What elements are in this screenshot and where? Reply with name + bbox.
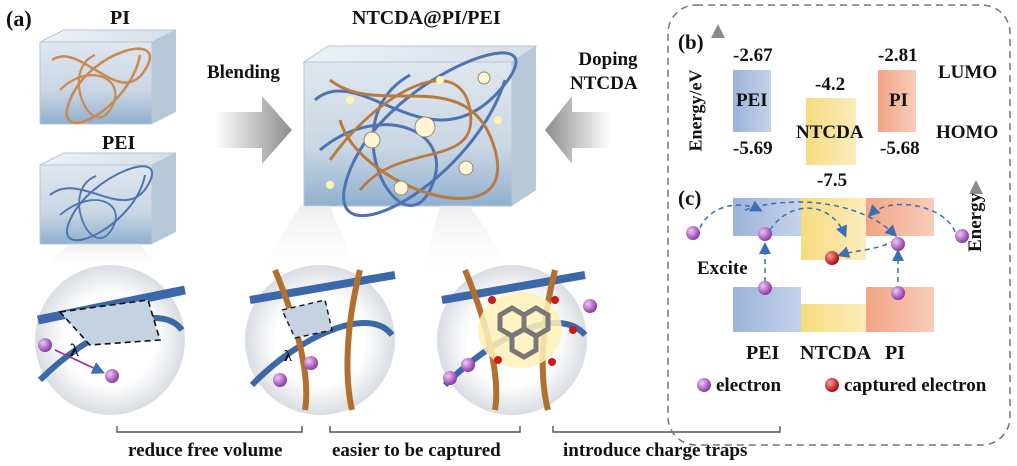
excite-label: Excite (697, 258, 748, 279)
legend-electron-label: electron (716, 375, 782, 396)
ntcda-homo-value: -7.5 (817, 170, 848, 191)
pei-band-name: PEI (736, 90, 768, 111)
electron-particle (891, 286, 905, 300)
panel-label-a: (a) (6, 6, 32, 31)
composite-cube (302, 45, 538, 218)
zoom-circle-captured (245, 265, 396, 415)
electron-particle (891, 237, 905, 251)
electron-particle (955, 229, 969, 243)
pi-homo-value: -5.68 (880, 138, 920, 159)
electron-particle (758, 281, 772, 295)
pi-label: PI (110, 7, 130, 29)
captured-electron-particle (825, 251, 839, 265)
panel-c-bands (733, 198, 934, 332)
ntcda-lumo-value: -4.2 (815, 74, 846, 95)
doping-label: Doping NTCDA (570, 49, 638, 94)
pei-lumo-value: -2.67 (733, 45, 773, 66)
lambda-symbol: λ (70, 340, 79, 360)
pi-cube (39, 29, 177, 125)
zoom-circle-traps (437, 265, 597, 415)
ntcda-band-name: NTCDA (796, 122, 864, 143)
composite-label: NTCDA@PI/PEI (352, 7, 501, 29)
blending-arrow (215, 96, 292, 164)
panel-c-transfer-arrows (699, 200, 956, 282)
zoom-cone-left (255, 206, 360, 280)
pei-cube (39, 152, 177, 245)
pi-band-bar (878, 70, 916, 132)
pi-lumo-value: -2.81 (878, 45, 918, 66)
energy-ev-label: Energy/eV (685, 69, 706, 152)
bracket-label-traps: introduce charge traps (563, 440, 748, 461)
energy-axis-label: Energy (965, 192, 986, 252)
pei-homo-value: -5.69 (733, 138, 773, 159)
electron-particle (686, 226, 700, 240)
panel-label-c: (c) (678, 186, 702, 210)
legend-captured-electron-label: captured electron (844, 375, 987, 396)
bottom-label-pei: PEI (746, 342, 780, 364)
bracket-label-reduce: reduce free volume (128, 440, 283, 461)
panel-label-b: (b) (678, 30, 704, 54)
panel-bc-frame (667, 4, 1011, 446)
zoom-cone-pei (40, 244, 160, 270)
lumo-label: LUMO (938, 62, 998, 83)
legend-captured-electron-icon (825, 378, 839, 392)
pei-band-bar (733, 70, 771, 132)
electron-particle (758, 227, 772, 241)
lambda-symbol-2: λ (284, 348, 292, 365)
legend-electron-icon (697, 378, 711, 392)
doping-arrow (545, 96, 610, 164)
ntcda-band-bar (806, 98, 856, 165)
pi-band-name: PI (889, 90, 908, 111)
blending-label: Blending (207, 62, 280, 83)
bracket-lines (116, 426, 781, 433)
bottom-label-ntcda: NTCDA (800, 342, 872, 364)
zoom-circle-free-volume (35, 265, 186, 415)
bracket-label-captured: easier to be captured (332, 440, 501, 461)
bottom-label-pi: PI (885, 342, 905, 364)
homo-label: HOMO (936, 122, 999, 143)
pei-label: PEI (102, 132, 136, 154)
zoom-cone-right (420, 206, 520, 280)
